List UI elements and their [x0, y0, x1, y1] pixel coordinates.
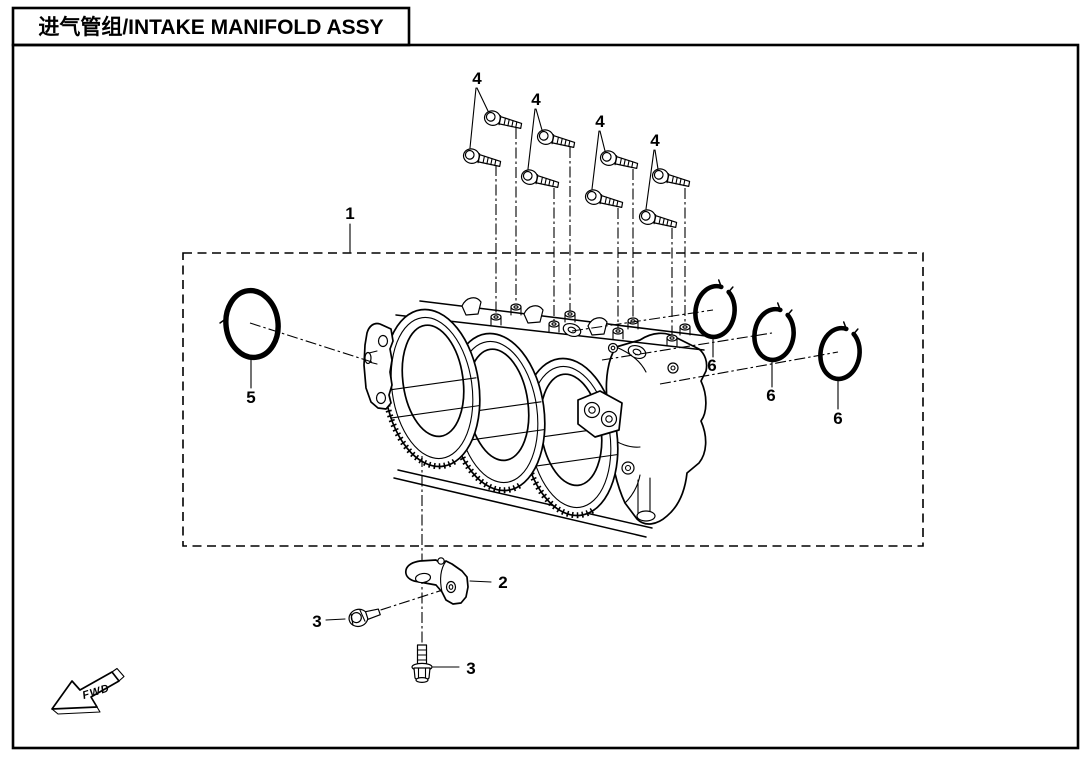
seal-ring-6c-axis [659, 351, 839, 385]
seal-ring-6 [692, 277, 739, 339]
seal-rings-6: 6 6 6 [571, 277, 864, 428]
callout-6-label: 6 [707, 356, 716, 375]
seal-ring-6 [751, 300, 798, 362]
callout-4d-leaders [645, 149, 659, 210]
o-ring-5-seal [223, 287, 281, 361]
callout-4b-leaders [527, 108, 543, 170]
callout-4-label: 4 [595, 112, 605, 131]
seal-ring-6b-axis [601, 332, 773, 361]
callout-4-label: 4 [472, 69, 482, 88]
bolt-4 [650, 166, 692, 192]
bracket-2: 2 [404, 557, 508, 605]
mounting-bolts-4: 4 4 4 4 [461, 69, 692, 233]
seal-ring-6 [817, 319, 864, 381]
bolt-centerlines [495, 128, 686, 337]
o-ring-5: 5 [219, 287, 373, 407]
callout-4-label: 4 [650, 131, 660, 150]
bolt-4 [482, 108, 524, 134]
callout-3-label: 3 [312, 612, 321, 631]
callout-4-label: 4 [531, 90, 541, 109]
assembly-boundary-box [182, 252, 924, 547]
flange-bolt-3a: 3 [312, 608, 381, 631]
callout-4c-leaders [591, 130, 606, 190]
page-title: 进气管组/INTAKE MANIFOLD ASSY [38, 15, 383, 39]
page-border [11, 43, 1080, 750]
callout-6-label: 6 [766, 386, 775, 405]
title-box [11, 6, 411, 47]
callout-2-leader [469, 580, 492, 583]
callout-1-label: 1 [345, 204, 354, 223]
callout-4a-leaders [469, 87, 489, 149]
intake-manifold-body [363, 297, 708, 538]
seal-ring-6a-axis [571, 309, 714, 332]
fwd-arrow: FWD [51, 667, 125, 715]
callout-6-leaders [712, 337, 839, 410]
callout-2-label: 2 [498, 573, 507, 592]
callout-6-label: 6 [833, 409, 842, 428]
o-ring-5-axis-leader [249, 322, 373, 363]
flange-bolt-3b: 3 [411, 644, 476, 683]
callout-5-label: 5 [246, 388, 255, 407]
callout-3-label: 3 [466, 659, 475, 678]
callout-3a-leader [325, 618, 346, 621]
fwd-label: FWD [81, 682, 111, 702]
